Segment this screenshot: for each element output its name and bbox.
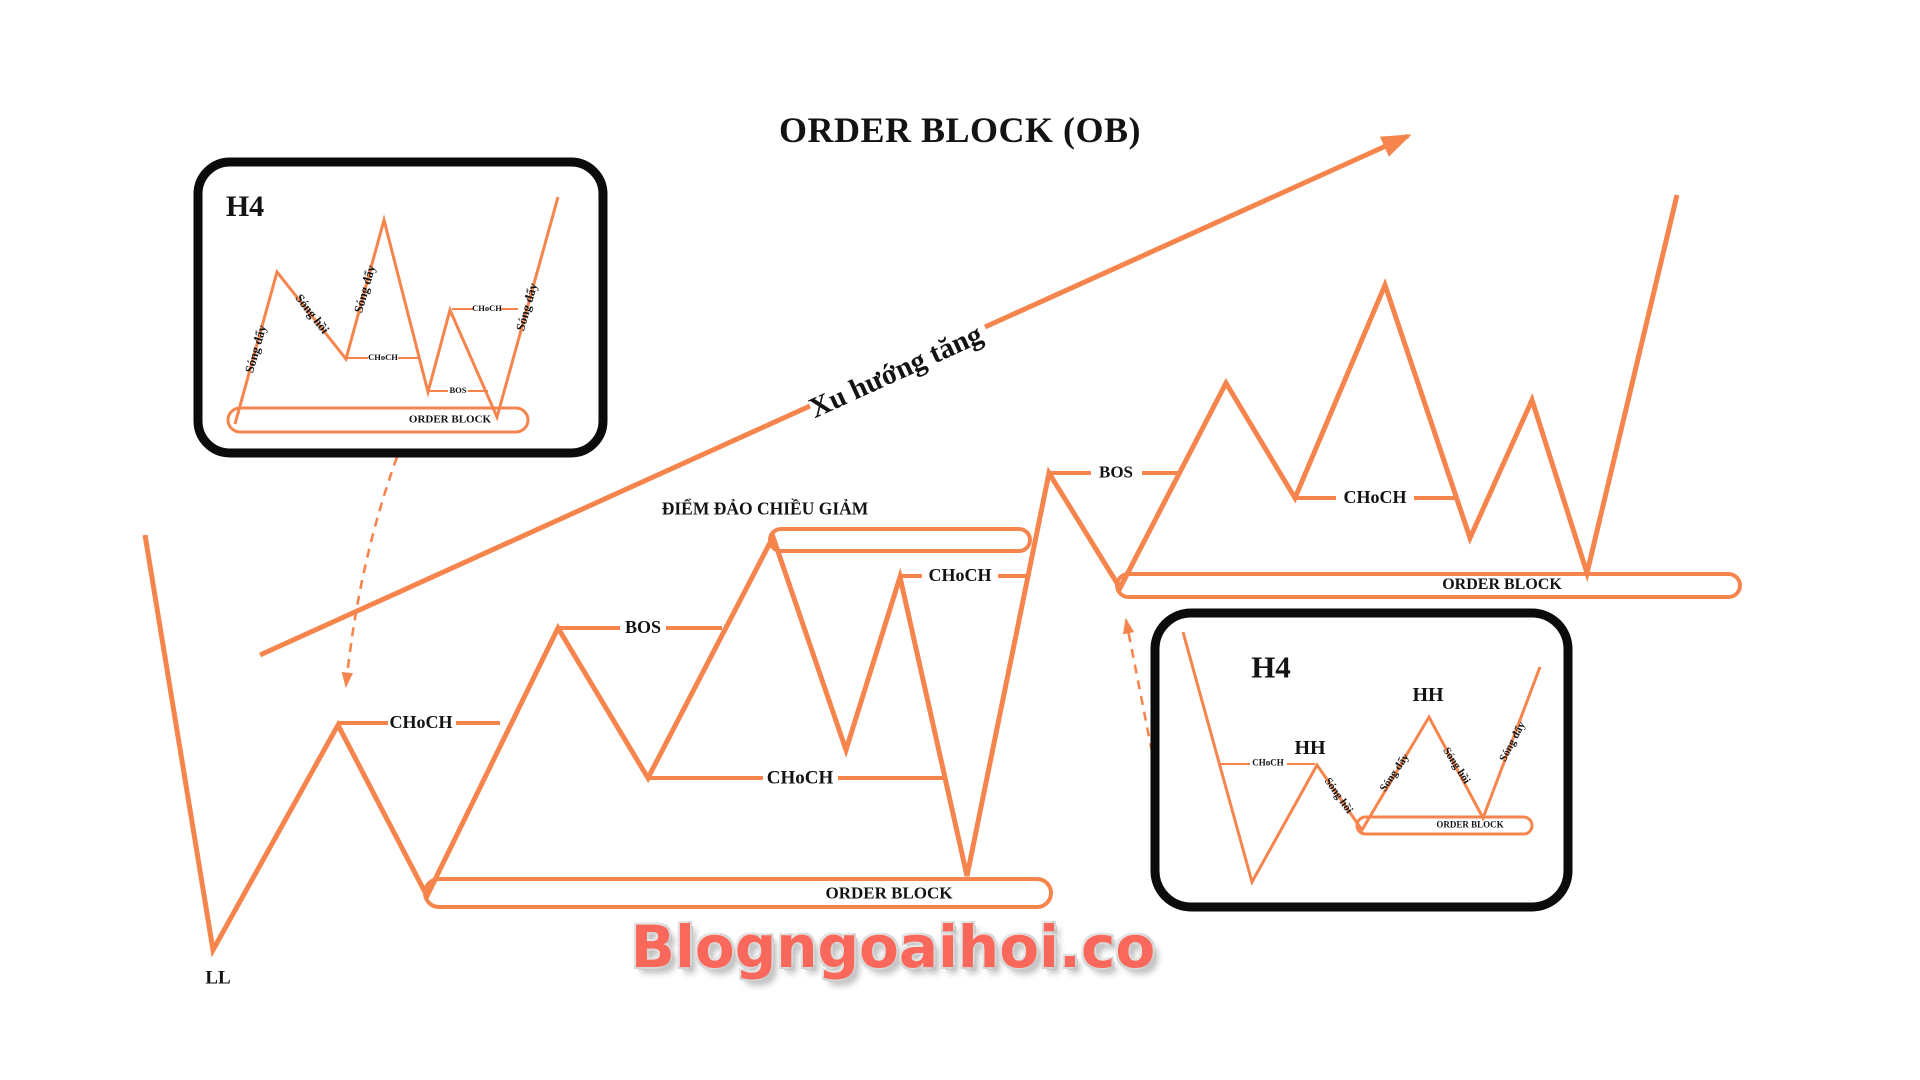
h4-right-heading: H4 xyxy=(1251,649,1291,685)
reversal-zone-pill xyxy=(768,527,1032,553)
h4-right-order-block-label: ORDER BLOCK xyxy=(1436,819,1504,830)
bos-label-2: BOS xyxy=(1098,462,1134,482)
h4-frame-left xyxy=(193,157,608,458)
h4-right-hh-label-1: HH xyxy=(1294,737,1326,759)
h4-left-zigzag xyxy=(233,196,560,425)
h4-left-level-lines xyxy=(346,308,518,392)
level-lines xyxy=(338,471,1455,780)
main-price-zigzag xyxy=(142,194,1680,958)
bos-label-1: BOS xyxy=(624,617,662,637)
order-block-right-label: ORDER BLOCK xyxy=(1442,576,1562,593)
page-title: ORDER BLOCK (OB) xyxy=(778,110,1142,150)
h4-left-bos-label: BOS xyxy=(449,384,467,395)
arrow-h4-left-to-choch xyxy=(341,456,399,689)
h4-left-choch-low-label: CHoCH xyxy=(368,351,398,362)
order-block-mid-label: ORDER BLOCK xyxy=(825,883,953,903)
order-block-pill-right xyxy=(1115,572,1742,599)
choch-label-2: CHoCH xyxy=(766,767,834,789)
order-block-pill-mid xyxy=(423,877,1053,909)
reversal-zone-label: ĐIỂM ĐẢO CHIỀU GIẢM xyxy=(661,498,869,519)
h4-left-heading: H4 xyxy=(225,190,265,223)
choch-label-1: CHoCH xyxy=(389,712,453,732)
arrow-h4-right-to-ob xyxy=(1123,617,1154,753)
h4-right-order-block-pill xyxy=(1355,815,1534,836)
h4-left-order-block-pill xyxy=(226,406,530,434)
callout-arrows xyxy=(341,456,1154,753)
h4-right-choch-label: CHoCH xyxy=(1252,757,1284,768)
choch-label-4: CHoCH xyxy=(1343,487,1407,507)
h4-left-choch-high-label: CHoCH xyxy=(472,302,502,313)
choch-label-3: CHoCH xyxy=(928,565,992,585)
uptrend-arrow xyxy=(258,133,1412,658)
ll-label: LL xyxy=(205,967,231,989)
watermark: Blogngoaihoi.co xyxy=(630,913,1156,981)
h4-right-zigzag xyxy=(1181,631,1542,886)
h4-right-hh-label-2: HH xyxy=(1412,684,1444,706)
h4-left-order-block-label: ORDER BLOCK xyxy=(408,413,492,426)
